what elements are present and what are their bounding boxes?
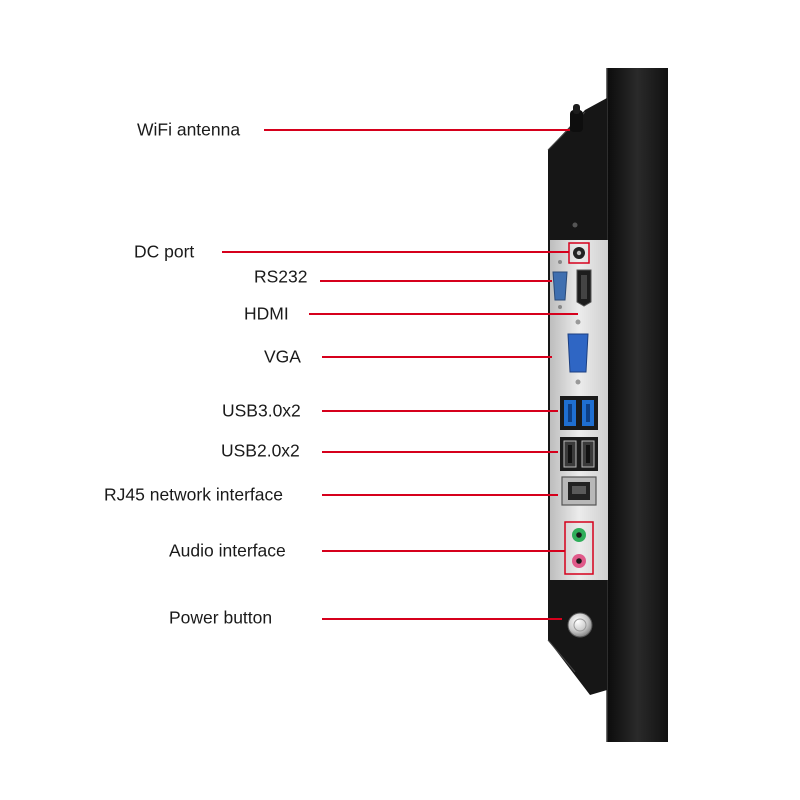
leader-usb3 [322, 410, 558, 412]
vga-port-icon [567, 319, 589, 385]
label-usb3: USB3.0x2 [222, 400, 301, 421]
leader-hdmi [309, 313, 578, 315]
rj45-port-icon [561, 476, 597, 506]
power-button-icon [567, 612, 593, 638]
leader-rs232 [320, 280, 552, 282]
wifi-antenna-icon [570, 104, 583, 132]
label-hdmi: HDMI [244, 303, 289, 324]
label-dc-port: DC port [134, 241, 195, 262]
usb2-ports-icon [560, 437, 598, 471]
label-usb2: USB2.0x2 [221, 440, 300, 461]
label-power: Power button [169, 607, 273, 628]
label-rj45: RJ45 network interface [104, 484, 283, 505]
front-bezel [606, 68, 668, 742]
label-wifi-antenna: WiFi antenna [137, 119, 241, 140]
label-rs232: RS232 [254, 266, 308, 287]
leader-dc-port [222, 251, 569, 253]
leader-wifi-antenna [264, 129, 570, 131]
leader-power [322, 618, 562, 620]
audio-jacks-icon [564, 521, 594, 575]
leader-audio [322, 550, 565, 552]
label-audio: Audio interface [169, 540, 286, 561]
leader-usb2 [322, 451, 558, 453]
hdmi-port-icon [576, 269, 592, 307]
rs232-port-icon [552, 260, 568, 309]
leader-rj45 [322, 494, 558, 496]
label-vga: VGA [264, 346, 301, 367]
leader-vga [322, 356, 552, 358]
dc-port-icon [568, 242, 590, 264]
usb3-ports-icon [560, 396, 598, 430]
